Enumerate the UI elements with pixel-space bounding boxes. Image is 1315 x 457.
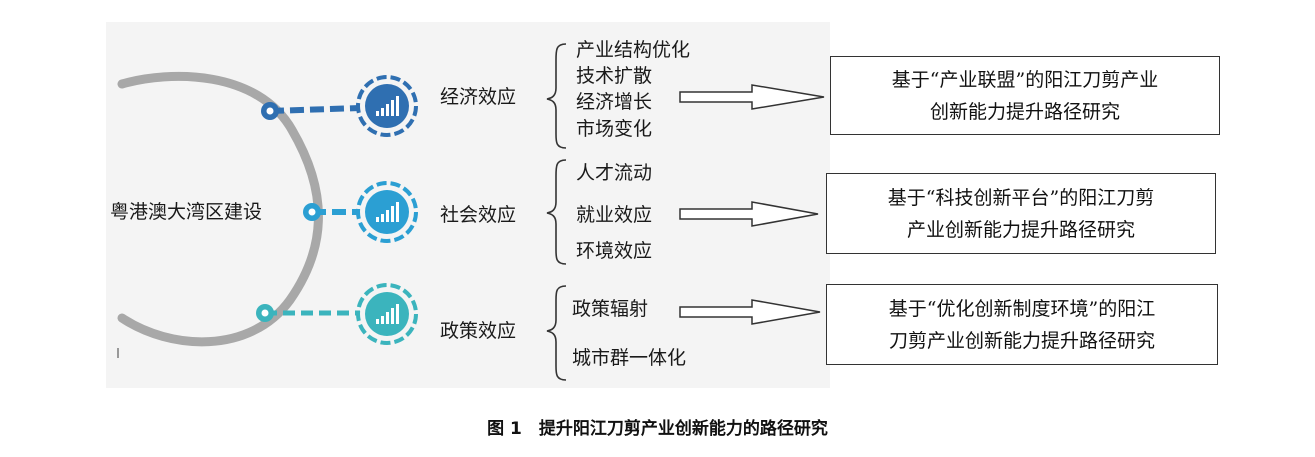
brace-social: [546, 159, 567, 265]
effect-item: 市场变化: [576, 118, 653, 140]
result-line: 基于“科技创新平台”的阳江刀剪: [887, 187, 1155, 209]
effect-item: 技术扩散: [576, 65, 653, 87]
arrow-economic: [679, 84, 825, 110]
effect-label-economic: 经济效应: [440, 86, 517, 108]
effect-item: 人才流动: [576, 162, 653, 184]
brace-policy: [546, 285, 567, 381]
result-line: 基于“产业联盟”的阳江刀剪产业: [891, 69, 1159, 91]
arrow-social: [679, 201, 819, 227]
result-box-policy: 基于“优化创新制度环境”的阳江 刀剪产业创新能力提升路径研究: [826, 284, 1218, 365]
result-line: 刀剪产业创新能力提升路径研究: [888, 330, 1155, 352]
connector-policy: [256, 304, 360, 322]
effect-item: 政策辐射: [572, 298, 649, 320]
bar-chart-icon: [356, 75, 418, 137]
result-box-economic: 基于“产业联盟”的阳江刀剪产业 创新能力提升路径研究: [830, 56, 1220, 135]
effect-item: 城市群一体化: [572, 347, 687, 369]
effect-item: 经济增长: [576, 91, 653, 113]
connector-social: [303, 203, 360, 221]
result-box-social: 基于“科技创新平台”的阳江刀剪 产业创新能力提升路径研究: [826, 173, 1216, 254]
result-line: 基于“优化创新制度环境”的阳江: [888, 298, 1156, 320]
bar-chart-icon: [356, 181, 418, 243]
result-line: 创新能力提升路径研究: [929, 101, 1120, 123]
hub-arc: [117, 71, 323, 347]
effect-item: 产业结构优化: [576, 39, 691, 61]
effect-item: 环境效应: [576, 240, 653, 262]
effect-item: 就业效应: [576, 204, 653, 226]
effect-label-policy: 政策效应: [440, 320, 517, 342]
effect-label-social: 社会效应: [440, 204, 517, 226]
arrow-policy: [679, 299, 821, 325]
connector-economic: [261, 102, 361, 120]
result-line: 产业创新能力提升路径研究: [906, 219, 1135, 241]
brace-economic: [546, 43, 567, 149]
figure-caption: 图 1 提升阳江刀剪产业创新能力的路径研究: [487, 419, 828, 439]
hub-label: 粤港澳大湾区建设: [110, 201, 263, 223]
bar-chart-icon: [356, 283, 418, 345]
